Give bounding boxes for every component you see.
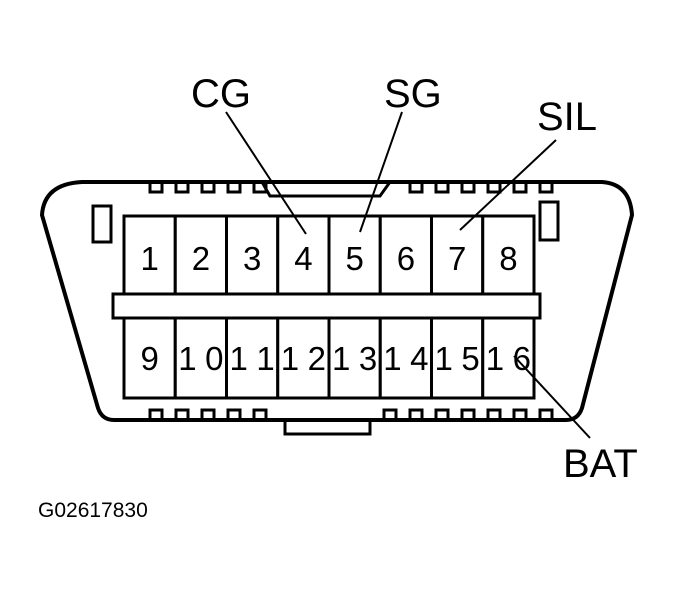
sg-label: SG [384,72,442,116]
top-pin-cell-1 [122,214,177,296]
bottom-pin-cell-16 [481,316,536,400]
top-tooth [408,182,424,194]
bottom-pin-cell-9 [122,316,177,400]
top-tooth [486,182,502,194]
top-tooth [460,182,476,194]
top-pin-cell-8 [481,214,536,296]
bottom-tooth [512,408,528,420]
top-tooth [512,182,528,194]
top-tooth [434,182,450,194]
top-pin-cell-6 [378,214,433,296]
bat-label: BAT [563,442,638,486]
figure-code: G02617830 [38,499,148,522]
bottom-tooth [460,408,476,420]
bottom-tooth [434,408,450,420]
top-tooth [226,182,242,194]
bottom-tooth [408,408,424,420]
bottom-tooth [200,408,216,420]
pin-1-label: 1 [140,240,158,277]
top-key-notch [260,181,392,198]
bottom-tooth [174,408,190,420]
cg-leader-line [225,111,307,235]
sil-leader-line [459,139,557,231]
bottom-pin-cell-12 [276,316,331,400]
top-teeth [148,182,554,194]
bottom-tooth [252,408,268,420]
pin-3-label: 3 [243,240,261,277]
sg-leader-line [359,111,403,233]
pin-4-label: 4 [294,240,312,277]
bottom-tooth [382,408,398,420]
sil-label: SIL [537,95,598,139]
top-tooth [200,182,216,194]
bottom-key [283,420,372,436]
top-tooth [252,182,268,194]
cg-label: CG [191,72,251,116]
bottom-tooth [486,408,502,420]
pin-2-label: 2 [192,240,210,277]
bottom-teeth [148,408,554,420]
bottom-tooth [148,408,164,420]
left-latch-slot [91,204,113,244]
top-tooth [148,182,164,194]
center-separator-bar [111,292,542,320]
pin-7-label: 7 [448,240,466,277]
pin-6-label: 6 [397,240,415,277]
bottom-pin-cell-10 [173,316,228,400]
top-tooth [174,182,190,194]
pin-5-label: 5 [345,240,363,277]
bat-leader-line [513,355,591,439]
connector-outline [39,180,635,422]
pin-9-label: 9 [140,340,158,377]
bottom-tooth [226,408,242,420]
pin-8-label: 8 [499,240,517,277]
bottom-tooth [538,408,554,420]
top-tooth [538,182,554,194]
right-latch-slot [538,200,560,242]
